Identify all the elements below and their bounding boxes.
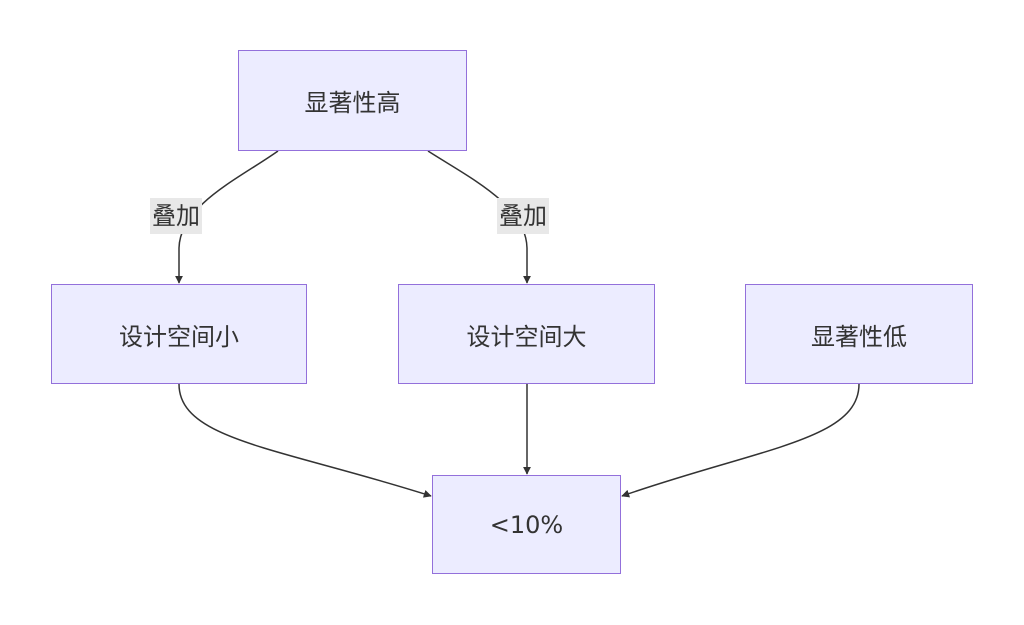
node-small-design-space: 设计空间小: [51, 284, 307, 384]
edge-low-to-result: [621, 383, 860, 498]
node-large-design-space: 设计空间大: [398, 284, 655, 384]
node-low-significance: 显著性低: [745, 284, 973, 384]
node-small-design-space-label: 设计空间小: [119, 322, 239, 351]
node-result-label: <10%: [489, 510, 564, 539]
edge-high-to-large: [427, 150, 531, 284]
node-low-significance-label: 显著性低: [811, 322, 907, 351]
edge-label-stack-right: 叠加: [497, 198, 549, 234]
node-high-significance: 显著性高: [238, 50, 467, 151]
edge-high-to-small: [175, 150, 279, 284]
node-high-significance-label: 显著性高: [304, 89, 401, 117]
node-large-design-space-label: 设计空间大: [466, 322, 587, 351]
edge-label-stack-left: 叠加: [150, 198, 202, 234]
node-result-under-10pct: <10%: [432, 475, 621, 574]
edge-small-to-result: [178, 383, 432, 498]
